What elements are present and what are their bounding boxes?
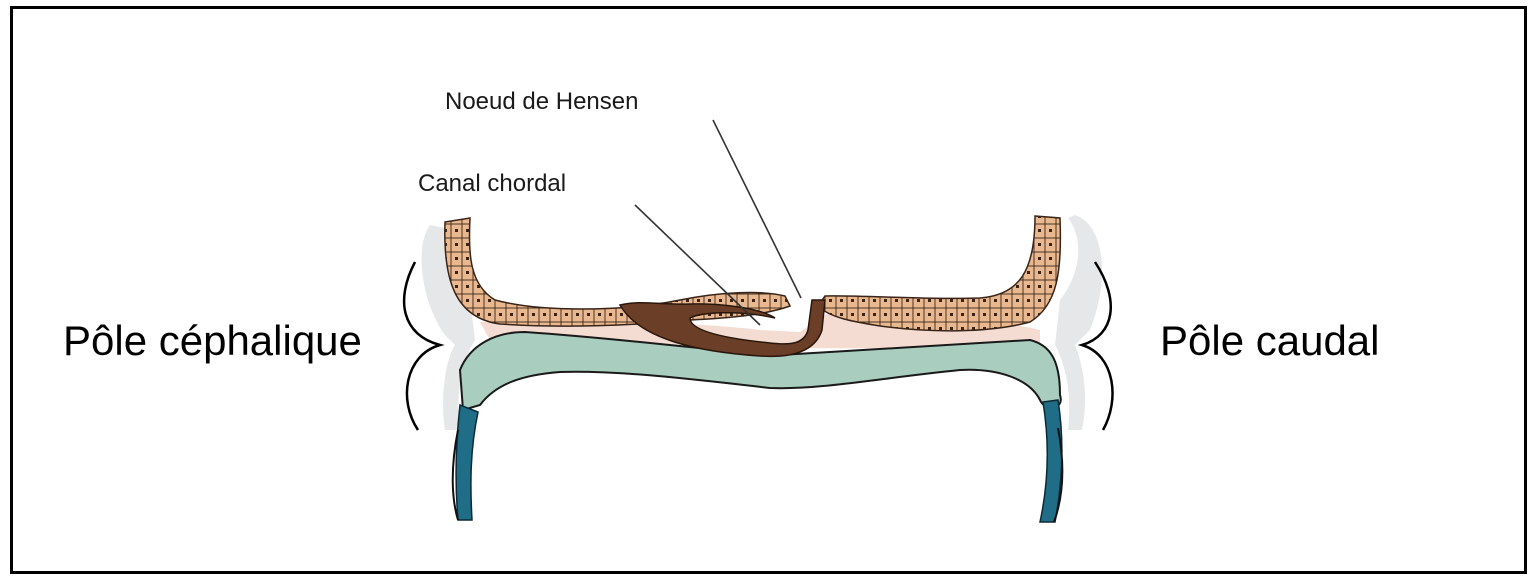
chordal-canal-label: Canal chordal [418, 172, 566, 196]
ectoderm-right [818, 216, 1060, 331]
left-yolk-wall [456, 405, 478, 520]
hensen-node-leader [713, 120, 801, 298]
right-membrane [1055, 215, 1102, 430]
cephalic-pole-label: Pôle céphalique [63, 320, 362, 362]
caudal-pole-label: Pôle caudal [1160, 320, 1380, 362]
hensen-node-label: Noeud de Hensen [445, 90, 638, 114]
